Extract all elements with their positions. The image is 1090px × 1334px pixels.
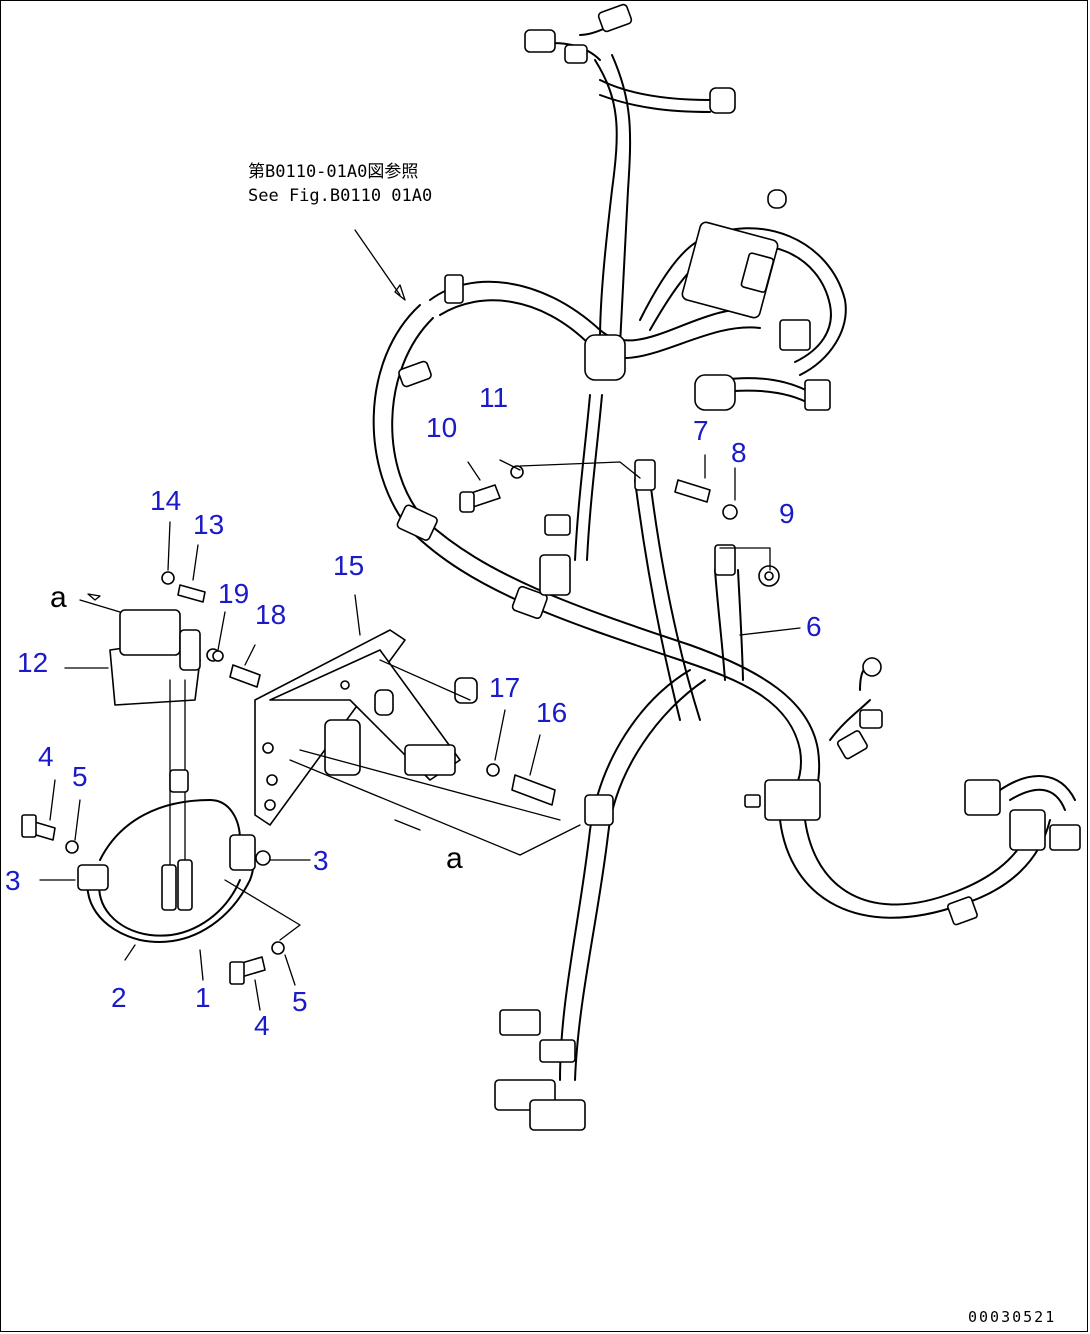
view-marker-lower: a bbox=[446, 842, 463, 875]
bracket-plate bbox=[254, 629, 561, 826]
callout-4-lower: 4 bbox=[254, 1010, 270, 1041]
drawing-number: 00030521 bbox=[968, 1308, 1056, 1326]
callout-10: 10 bbox=[426, 412, 457, 443]
callout-3-right: 3 bbox=[313, 845, 329, 876]
callout-4-upper: 4 bbox=[38, 741, 54, 772]
callout-19: 19 bbox=[218, 578, 249, 609]
callout-11: 11 bbox=[479, 382, 508, 413]
callout-6: 6 bbox=[806, 611, 822, 642]
callout-9: 9 bbox=[779, 498, 795, 529]
leader-lines bbox=[39, 229, 801, 1011]
callout-1: 1 bbox=[195, 982, 211, 1013]
callout-8: 8 bbox=[731, 437, 747, 468]
reference-note-en: See Fig.B0110 01A0 bbox=[248, 186, 432, 206]
reference-note-ja: 第B0110-01A0図参照 bbox=[248, 162, 418, 182]
callout-3-left: 3 bbox=[5, 865, 21, 896]
harness-clamps bbox=[396, 3, 1081, 1131]
battery-relay-assembly bbox=[21, 571, 285, 985]
callout-17: 17 bbox=[489, 672, 520, 703]
callout-12: 12 bbox=[17, 647, 48, 678]
callout-2: 2 bbox=[111, 982, 127, 1013]
callout-5-upper: 5 bbox=[72, 761, 88, 792]
callout-7: 7 bbox=[693, 415, 709, 446]
callout-18: 18 bbox=[255, 599, 286, 630]
callout-14: 14 bbox=[150, 485, 181, 516]
view-marker-upper: a bbox=[50, 581, 67, 614]
callout-16: 16 bbox=[536, 697, 567, 728]
callout-13: 13 bbox=[193, 509, 224, 540]
callout-15: 15 bbox=[333, 550, 364, 581]
callout-5-lower: 5 bbox=[292, 986, 308, 1017]
main-harness bbox=[372, 19, 1076, 1081]
hardware-bolts bbox=[459, 465, 780, 587]
